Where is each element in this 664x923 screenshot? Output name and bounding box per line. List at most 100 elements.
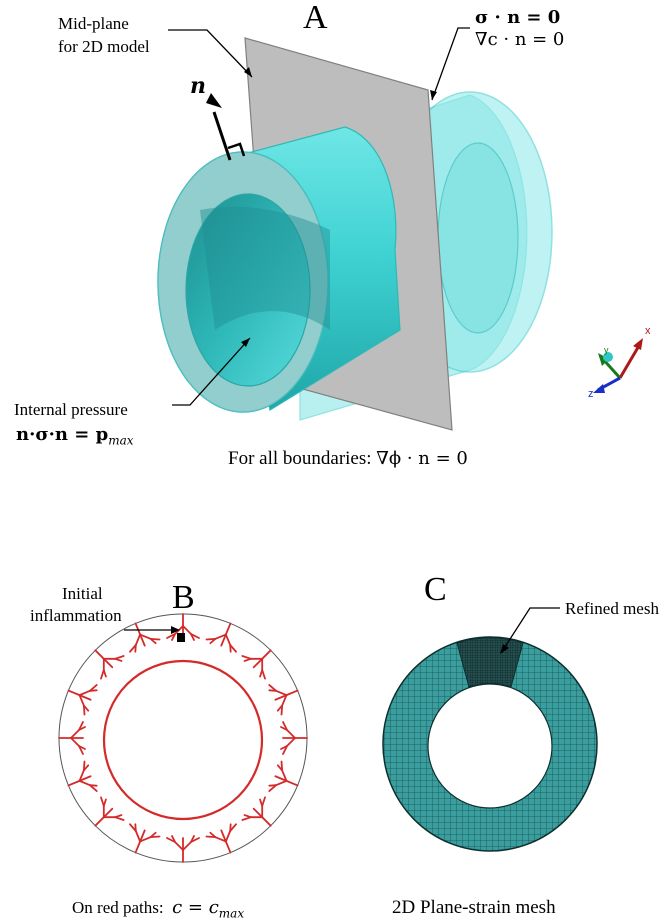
vasa-branch — [241, 796, 272, 827]
vasa-branch — [67, 760, 98, 792]
vasa-segment — [281, 769, 288, 782]
bc-no-flux: ∇c · n = 0 — [475, 29, 565, 50]
panel-a-drawing — [157, 27, 643, 431]
vasa-branch — [58, 721, 86, 755]
vasa-segment — [275, 689, 288, 697]
vasa-segment — [94, 649, 105, 660]
vasa-segment — [261, 649, 272, 660]
normal-vector — [206, 93, 246, 161]
vasa-segment — [274, 775, 288, 782]
vasa-segment — [214, 633, 227, 640]
vasa-branch — [94, 649, 125, 680]
normal-label: n — [190, 73, 206, 99]
vasa-branch — [205, 622, 237, 653]
vasa-segment — [274, 694, 288, 701]
vasa-branch — [280, 721, 308, 755]
vasa-segment — [182, 841, 192, 851]
panel-b-letter: B — [172, 579, 195, 616]
axis-triad — [593, 338, 643, 393]
panel-c-letter: C — [424, 571, 447, 608]
vasa-segment — [78, 689, 91, 697]
vasa-segment — [275, 779, 288, 787]
vasa-segment — [220, 829, 227, 843]
vasa-segment — [102, 657, 114, 669]
vasa-branch — [205, 823, 237, 854]
vasa-segment — [268, 684, 277, 692]
all-boundaries-equation: ∇ϕ · n = 0 — [376, 448, 468, 469]
panel-a-letter: A — [303, 0, 328, 36]
vasa-segment — [174, 841, 184, 851]
vasa-segment — [149, 835, 161, 839]
vasa-segment — [252, 657, 264, 669]
vasa-branch — [94, 796, 125, 827]
vasa-segment — [224, 633, 232, 646]
vasa-segment — [280, 704, 284, 716]
cylinder-near-section — [157, 126, 401, 413]
red-paths-equation: c = cmax — [172, 897, 245, 921]
panel-c-drawing — [382, 607, 598, 852]
vasa-segment — [285, 689, 299, 697]
vasa-segment — [261, 816, 272, 827]
vasa-segment — [78, 721, 84, 731]
vasa-segment — [82, 704, 86, 716]
vasa-segment — [261, 796, 266, 807]
vasa-segment — [286, 737, 296, 747]
vasa-segment — [252, 807, 264, 819]
vasa-segment — [286, 729, 296, 739]
vasa-segment — [94, 816, 105, 827]
vasa-branch — [268, 684, 299, 716]
refined-leader — [502, 607, 560, 651]
vasa-segment — [166, 837, 176, 843]
vasa-segment — [139, 836, 152, 843]
triad-z-label: z — [588, 388, 594, 400]
vasa-segment — [114, 655, 125, 660]
vasa-segment — [100, 669, 105, 680]
triad-y-label: y — [604, 345, 609, 355]
vasa-segment — [149, 637, 161, 641]
bc-leader — [431, 27, 470, 101]
vasa-segment — [78, 779, 91, 787]
refined-mesh-region — [456, 637, 524, 688]
vasa-segment — [82, 760, 86, 772]
vasa-branch — [268, 760, 299, 792]
vasa-segment — [70, 737, 80, 747]
vasa-segment — [129, 644, 137, 653]
vasa-segment — [70, 729, 80, 739]
vasa-segment — [139, 633, 152, 640]
vasa-segment — [220, 633, 227, 647]
vasa-segment — [100, 796, 105, 807]
vasa-segment — [134, 633, 142, 646]
vasa-segment — [214, 836, 227, 843]
vasa-segment — [129, 823, 137, 832]
pressure-subscript: max — [108, 433, 134, 448]
vasa-segment — [78, 775, 92, 782]
vasa-segment — [89, 784, 98, 792]
lumen-boundary — [102, 659, 264, 821]
all-boundaries-label: For all boundaries: ∇ϕ · n = 0 — [228, 448, 468, 469]
refined-mesh-label: Refined mesh — [565, 599, 659, 618]
vasa-branch — [129, 823, 161, 854]
vasa-segment — [241, 816, 252, 821]
vasa-segment — [134, 840, 142, 854]
vasa-segment — [229, 823, 237, 832]
vasa-segment — [67, 779, 81, 787]
pressure-leader — [172, 337, 251, 406]
panel-b-drawing — [58, 613, 308, 863]
bc-stress-free: σ · n = 0 — [475, 7, 561, 28]
midplane-label-line2: for 2D model — [58, 37, 150, 56]
vasa-segment — [280, 760, 284, 772]
vasa-segment — [134, 622, 142, 636]
vasa-segment — [102, 807, 114, 819]
midplane-leader — [168, 29, 253, 78]
vasa-segment — [67, 689, 81, 697]
vasa-segment — [139, 829, 146, 843]
vasa-segment — [114, 816, 125, 821]
vasa-branch — [129, 622, 161, 653]
vasa-segment — [182, 625, 192, 635]
vasa-segment — [282, 745, 288, 755]
vasa-segment — [78, 694, 85, 707]
inflammation-marker — [177, 633, 185, 642]
vasa-segment — [78, 745, 84, 755]
